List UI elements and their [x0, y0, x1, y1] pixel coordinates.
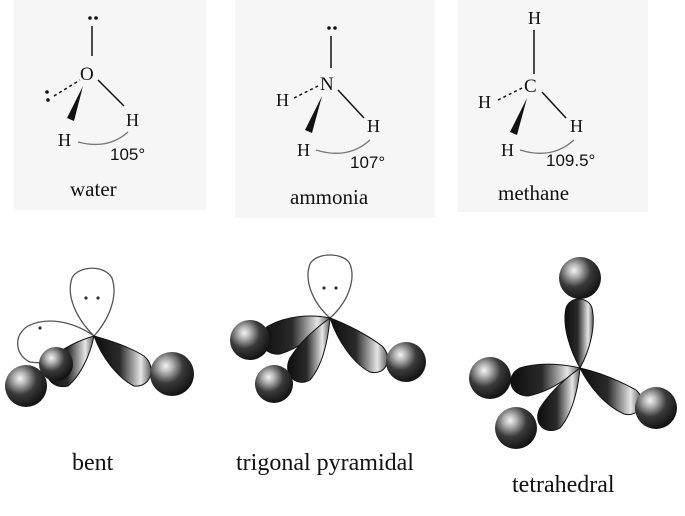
bond-angle-label: 107°	[350, 153, 385, 172]
ammonia-panel	[235, 0, 435, 218]
hydrogen-sphere	[635, 387, 677, 429]
central-atom-label: C	[524, 76, 537, 97]
hydrogen-sphere	[495, 407, 537, 449]
hydrogen-sphere	[39, 347, 73, 381]
central-atom-label: O	[80, 64, 94, 85]
central-atom-label: N	[320, 74, 334, 95]
bonding-lobe	[537, 366, 581, 431]
hydrogen-sphere	[255, 365, 293, 403]
lone-pair-dot	[88, 16, 92, 20]
wedge-bond	[510, 98, 527, 135]
ammonia-structure: N H H H 107° ammonia	[235, 0, 435, 218]
lone-pair-dot	[322, 286, 326, 290]
bond-angle-label: 105°	[110, 145, 145, 164]
methane-panel	[458, 0, 648, 212]
bond-angle-label: 109.5°	[546, 151, 595, 170]
wedge-bond	[305, 96, 322, 133]
molecule-name: ammonia	[290, 185, 369, 209]
bonding-lobe	[564, 298, 594, 370]
lone-pair-dot	[333, 26, 337, 30]
lone-pair-dot	[38, 326, 42, 330]
shape-name: bent	[72, 450, 114, 476]
bond-angle-arc	[77, 131, 129, 146]
lone-pair-lobe	[69, 267, 115, 337]
hydrogen-atom-label: H	[58, 130, 71, 150]
wedge-bond	[67, 86, 83, 121]
hydrogen-sphere	[150, 352, 194, 396]
bonding-lobe	[329, 317, 389, 374]
lone-pair-dot	[46, 98, 50, 102]
bond-line	[337, 89, 365, 119]
shape-name: tetrahedral	[512, 472, 615, 498]
water-structure: O H H 105° water	[14, 0, 206, 210]
hydrogen-sphere	[5, 365, 47, 407]
tetrahedral-orbital-model: tetrahedral	[469, 257, 677, 498]
water-panel	[14, 0, 206, 210]
molecule-name: water	[70, 177, 117, 201]
hydrogen-atom-label: H	[126, 110, 139, 130]
hydrogen-atom-label: H	[570, 116, 583, 136]
bonding-lobe	[287, 316, 331, 383]
bond-angle-arc	[519, 139, 575, 154]
lone-pair-dot	[45, 90, 49, 94]
molecule-name: methane	[498, 181, 569, 205]
hydrogen-sphere	[230, 320, 270, 360]
lone-pair-dot	[96, 296, 100, 300]
hydrogen-atom-label: H	[297, 140, 310, 160]
trigonal-pyramidal-orbital-model: trigonal pyramidal	[230, 254, 426, 476]
lone-pair-dot	[94, 16, 98, 20]
methane-structure: H C H H H 109.5° methane	[458, 0, 648, 212]
bond-line	[541, 91, 567, 119]
bonding-lobe	[93, 335, 152, 387]
lone-pair-lobe	[307, 254, 353, 319]
bent-orbital-model: bent	[5, 267, 194, 476]
hydrogen-atom-label: H	[276, 90, 289, 110]
lone-pair-dot	[84, 296, 88, 300]
dashed-bond	[293, 85, 319, 99]
hydrogen-sphere	[386, 342, 426, 382]
bond-line	[97, 79, 125, 107]
hydrogen-atom-label: H	[528, 8, 541, 28]
bonding-lobe	[510, 363, 582, 397]
lone-pair-dot	[334, 286, 338, 290]
hydrogen-atom-label: H	[501, 140, 514, 160]
hydrogen-sphere	[469, 357, 511, 399]
dashed-bond	[497, 87, 523, 101]
bonding-lobe	[579, 367, 643, 416]
lone-pair-dashed-line	[53, 79, 81, 97]
bond-angle-arc	[315, 139, 371, 154]
hydrogen-atom-label: H	[478, 92, 491, 112]
hydrogen-atom-label: H	[367, 116, 380, 136]
shape-name: trigonal pyramidal	[236, 450, 414, 476]
lone-pair-dot	[327, 26, 331, 30]
hydrogen-sphere	[559, 257, 601, 299]
